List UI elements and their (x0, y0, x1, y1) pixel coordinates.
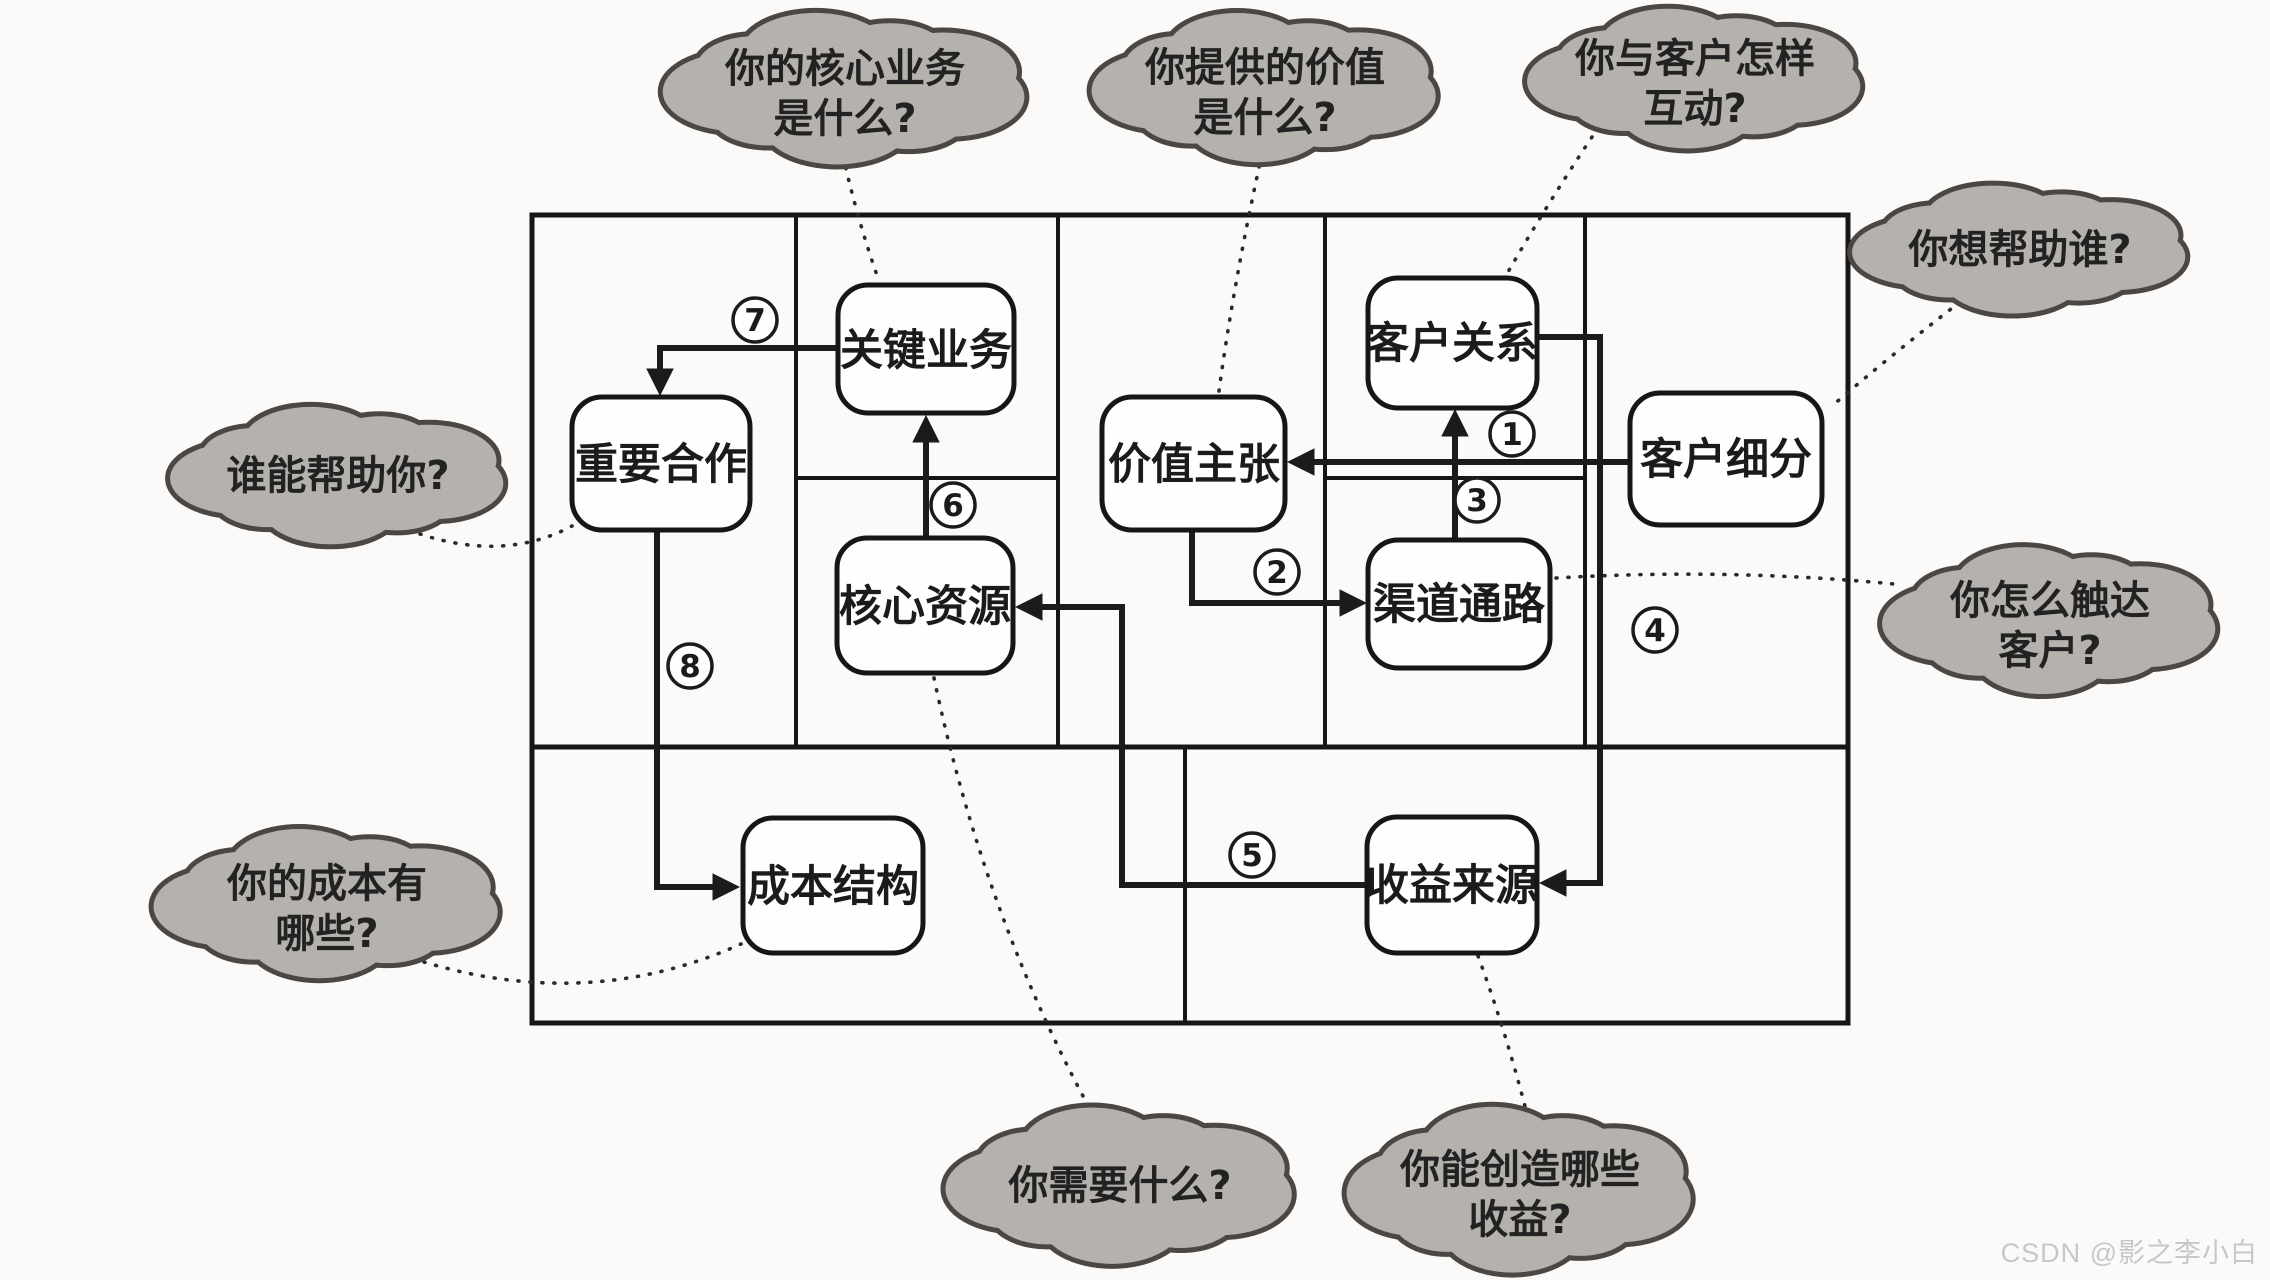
dotted-who-can-help-to-key-partnerships (418, 524, 574, 549)
box-customer-segments-label: 客户细分 (1640, 435, 1812, 485)
cloud-reach-customers-shape (1877, 542, 2221, 700)
cloud-customer-interaction: 你与客户怎样 互动? (1522, 3, 1866, 154)
cloud-your-costs-line2: 哪些? (275, 911, 378, 957)
flow-number-2-digit: 2 (1266, 555, 1288, 591)
flow-number-3-digit: 3 (1466, 483, 1488, 519)
box-key-partnerships-label: 重要合作 (575, 440, 747, 490)
flow-number-4-digit: 4 (1644, 613, 1666, 649)
cloud-who-can-help-shape (165, 401, 509, 550)
box-key-resources: 核心资源 (834, 535, 1016, 676)
box-cost-structure: 成本结构 (740, 815, 926, 956)
flow-number-3: 3 (1453, 476, 1501, 524)
cloud-your-costs-shape (148, 824, 503, 984)
question-clouds: 你的核心业务 是什么? 你提供的价值 是什么? 你与客户怎样 互动? 你想帮助谁… (148, 3, 2221, 1278)
cloud-core-business: 你的核心业务 是什么? (657, 7, 1030, 170)
box-revenue-streams-label: 收益来源 (1366, 861, 1538, 911)
cloud-core-business-line2: 是什么? (773, 96, 916, 142)
csdn-watermark: CSDN @影之李小白 (2000, 1238, 2258, 1268)
box-key-resources-label: 核心资源 (839, 582, 1011, 632)
cloud-what-you-need-shape (940, 1102, 1297, 1269)
dotted-your-costs-to-cost-structure (422, 942, 743, 985)
flow-number-6-digit: 6 (942, 488, 964, 524)
box-channels: 渠道通路 (1365, 537, 1553, 671)
cloud-reach-customers-line2: 客户? (1998, 628, 2101, 674)
cloud-who-can-help-line1: 谁能帮助你? (226, 453, 449, 499)
box-channels-label: 渠道通路 (1373, 580, 1546, 630)
cloud-reach-customers: 你怎么触达 客户? (1877, 542, 2221, 700)
box-customer-segments: 客户细分 (1627, 390, 1825, 528)
flow-number-8: 8 (666, 642, 714, 690)
flow-number-2: 2 (1253, 548, 1301, 596)
canvas-grid (529, 212, 1851, 1026)
dotted-who-to-help-to-customer-segments (1830, 300, 1962, 408)
cloud-customer-interaction-line2: 互动? (1643, 86, 1746, 132)
box-value-proposition: 价值主张 (1099, 394, 1288, 533)
cloud-customer-interaction-line1: 你与客户怎样 (1574, 36, 1815, 82)
dotted-value-offered-to-value-proposition (1217, 152, 1264, 393)
flow-number-8-digit: 8 (679, 649, 701, 685)
cloud-what-you-need: 你需要什么? (940, 1102, 1297, 1269)
box-key-partnerships: 重要合作 (569, 394, 753, 533)
cloud-who-can-help: 谁能帮助你? (165, 401, 509, 550)
cloud-value-offered-line1: 你提供的价值 (1144, 45, 1385, 91)
flow-number-4: 4 (1631, 606, 1679, 654)
box-customer-relationships-label: 客户关系 (1366, 319, 1538, 369)
flow-arrows (646, 334, 1630, 901)
cloud-revenue-created-shape (1341, 1101, 1696, 1278)
arrow-8-partnerships-to-cost (654, 530, 741, 901)
box-revenue-streams: 收益来源 (1364, 814, 1540, 956)
flow-number-6: 6 (929, 481, 977, 529)
arrow-2-value-to-channels (1189, 530, 1368, 617)
flow-number-7-digit: 7 (744, 303, 766, 339)
cloud-what-you-need-line1: 你需要什么? (1007, 1163, 1231, 1209)
box-value-proposition-label: 价值主张 (1108, 440, 1280, 490)
cloud-your-costs-line1: 你的成本有 (226, 861, 427, 907)
cloud-revenue-created-line2: 收益? (1468, 1197, 1571, 1243)
dotted-reach-customers-to-channels (1554, 572, 1896, 586)
flow-number-1: 1 (1488, 410, 1536, 458)
dotted-connectors (418, 135, 1962, 1122)
box-key-activities: 关键业务 (835, 282, 1017, 416)
arrow-7-activities-to-partnerships (646, 345, 838, 397)
cloud-who-to-help: 你想帮助谁? (1847, 180, 2191, 319)
cloud-who-to-help-shape (1847, 180, 2191, 319)
cloud-revenue-created: 你能创造哪些 收益? (1341, 1101, 1696, 1278)
flow-number-5: 5 (1228, 831, 1276, 879)
cloud-reach-customers-line1: 你怎么触达 (1949, 578, 2150, 624)
dotted-what-you-need-to-key-resources (932, 676, 1098, 1122)
box-cost-structure-label: 成本结构 (747, 862, 919, 912)
cloud-value-offered-line2: 是什么? (1193, 95, 1336, 141)
flow-number-1-digit: 1 (1501, 417, 1523, 453)
cloud-customer-interaction-shape (1522, 3, 1866, 154)
box-customer-relationships: 客户关系 (1365, 275, 1540, 411)
cloud-value-offered: 你提供的价值 是什么? (1086, 8, 1441, 168)
flow-number-badges: 1 2 3 4 5 6 7 8 (666, 296, 1679, 879)
dotted-core-business-to-key-activities (841, 154, 881, 283)
cloud-value-offered-shape (1086, 8, 1441, 168)
dotted-revenue-created-to-revenue-streams (1476, 954, 1529, 1116)
cloud-core-business-shape (657, 7, 1030, 170)
cloud-who-to-help-line1: 你想帮助谁? (1907, 227, 2131, 273)
cloud-core-business-line1: 你的核心业务 (724, 46, 965, 92)
canvas-boxes: 关键业务 重要合作 价值主张 客户关系 客户细分 核心资源 渠道通路 成本结构 (569, 275, 1825, 956)
flow-number-7: 7 (731, 296, 779, 344)
box-key-activities-label: 关键业务 (840, 326, 1012, 376)
cloud-your-costs: 你的成本有 哪些? (148, 824, 503, 984)
flow-number-5-digit: 5 (1241, 838, 1263, 874)
arrow-5-revenue-to-resources (1014, 593, 1367, 888)
arrow-4-relationships-to-revenue (1537, 334, 1603, 897)
canvas-outer-border (529, 212, 1851, 1026)
dotted-interaction-to-customer-relationships (1506, 135, 1594, 274)
cloud-revenue-created-line1: 你能创造哪些 (1399, 1147, 1640, 1193)
